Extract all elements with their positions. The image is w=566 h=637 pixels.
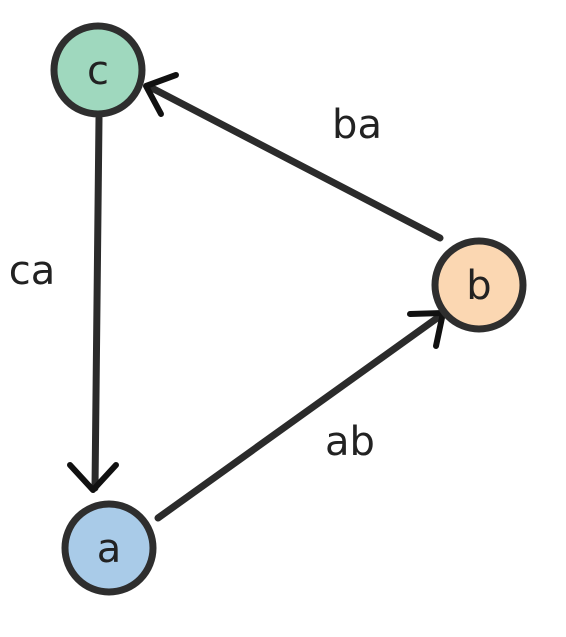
edge-b-to-c: [146, 75, 440, 238]
edge-label-ca: ca: [9, 248, 56, 294]
edge-a-to-b-line: [158, 316, 440, 518]
edge-label-ba: ba: [332, 102, 382, 148]
node-b: b: [435, 241, 523, 329]
edge-c-to-a: [70, 118, 116, 490]
node-a: a: [65, 504, 153, 592]
edge-c-to-a-line: [95, 118, 99, 488]
node-c: c: [54, 26, 142, 114]
edge-b-to-c-line: [148, 86, 440, 238]
edge-label-ab: ab: [325, 419, 375, 465]
node-a-label: a: [97, 526, 122, 572]
edge-a-to-b: [158, 313, 443, 518]
node-c-label: c: [87, 48, 109, 94]
node-b-label: b: [466, 263, 491, 309]
